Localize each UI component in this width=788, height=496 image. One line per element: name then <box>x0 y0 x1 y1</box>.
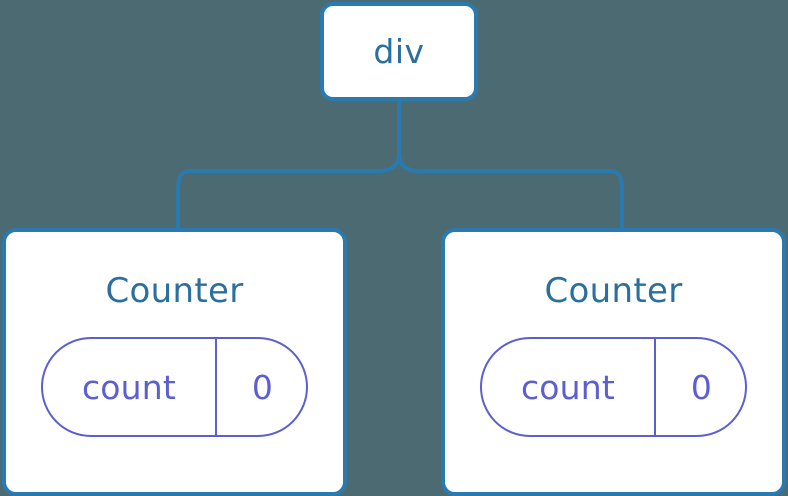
state-pill-left[interactable]: count 0 <box>41 337 308 437</box>
node-counter-right[interactable]: Counter count 0 <box>441 228 786 496</box>
node-div-label: div <box>373 32 425 71</box>
connector-to-left-counter <box>176 151 401 228</box>
state-key-cell-left: count <box>43 339 217 435</box>
state-pill-right[interactable]: count 0 <box>480 337 747 437</box>
state-value-left: 0 <box>251 367 274 407</box>
state-value-right: 0 <box>690 367 713 407</box>
state-key-cell-right: count <box>482 339 656 435</box>
node-counter-right-label: Counter <box>544 271 683 311</box>
node-counter-left[interactable]: Counter count 0 <box>2 228 347 496</box>
state-value-cell-left: 0 <box>217 339 306 435</box>
connector-to-right-counter <box>397 151 624 228</box>
node-counter-left-label: Counter <box>105 271 244 311</box>
node-div[interactable]: div <box>320 2 478 101</box>
state-value-cell-right: 0 <box>656 339 745 435</box>
state-key-right: count <box>520 367 616 407</box>
state-key-left: count <box>81 367 177 407</box>
